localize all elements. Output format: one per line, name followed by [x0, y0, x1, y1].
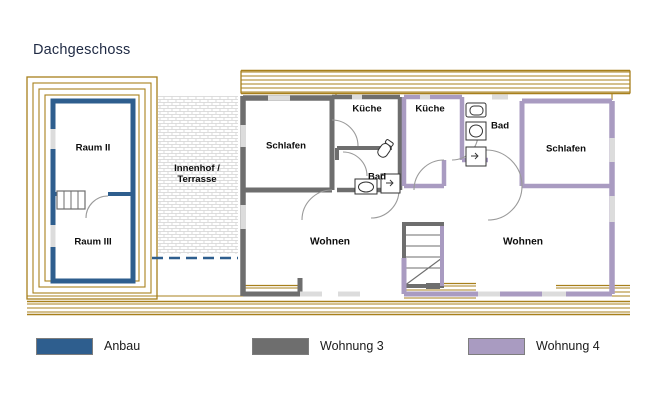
legend: Anbau Wohnung 3 Wohnung 4 — [0, 336, 658, 362]
room-label-innenhof: Innenhof / Terrasse — [174, 163, 220, 185]
stairs-anbau — [56, 190, 86, 210]
room-label-w4-schlafen: Schlafen — [546, 143, 586, 155]
wohnung3-doors — [301, 119, 400, 221]
anbau-walls — [50, 98, 136, 284]
page-title: Dachgeschoss — [33, 42, 131, 58]
wohnung3-windows — [240, 94, 362, 297]
room-label-w3-wohnen: Wohnen — [310, 236, 350, 248]
legend-swatch-wohnung-4 — [468, 338, 525, 355]
legend-label-wohnung-4: Wohnung 4 — [536, 339, 600, 353]
legend-swatch-anbau — [36, 338, 93, 355]
wohnung4-doors — [413, 133, 523, 221]
wohnung4-bath-fixtures — [465, 102, 487, 167]
wohnung4-windows — [420, 94, 615, 297]
room-label-w3-schlafen: Schlafen — [266, 140, 306, 152]
room-label-w3-kueche: Küche — [352, 103, 382, 115]
room-label-raum-3: Raum III — [74, 236, 112, 248]
courtyard-innenhof — [158, 96, 238, 254]
wohnung4-walls — [401, 94, 615, 297]
room-label-w4-bad: Bad — [490, 120, 510, 132]
wohnung3-bath-fixtures — [354, 139, 401, 195]
legend-swatch-wohnung-3 — [252, 338, 309, 355]
room-label-w4-wohnen: Wohnen — [503, 236, 543, 248]
room-label-raum-2: Raum II — [75, 142, 111, 154]
legend-label-anbau: Anbau — [104, 339, 141, 353]
legend-label-wohnung-3: Wohnung 3 — [320, 339, 384, 353]
wohnung3-walls — [240, 94, 403, 297]
staircase-center — [402, 222, 444, 289]
room-label-w4-kueche: Küche — [415, 103, 445, 115]
room-label-w3-bad: Bad — [367, 171, 387, 183]
